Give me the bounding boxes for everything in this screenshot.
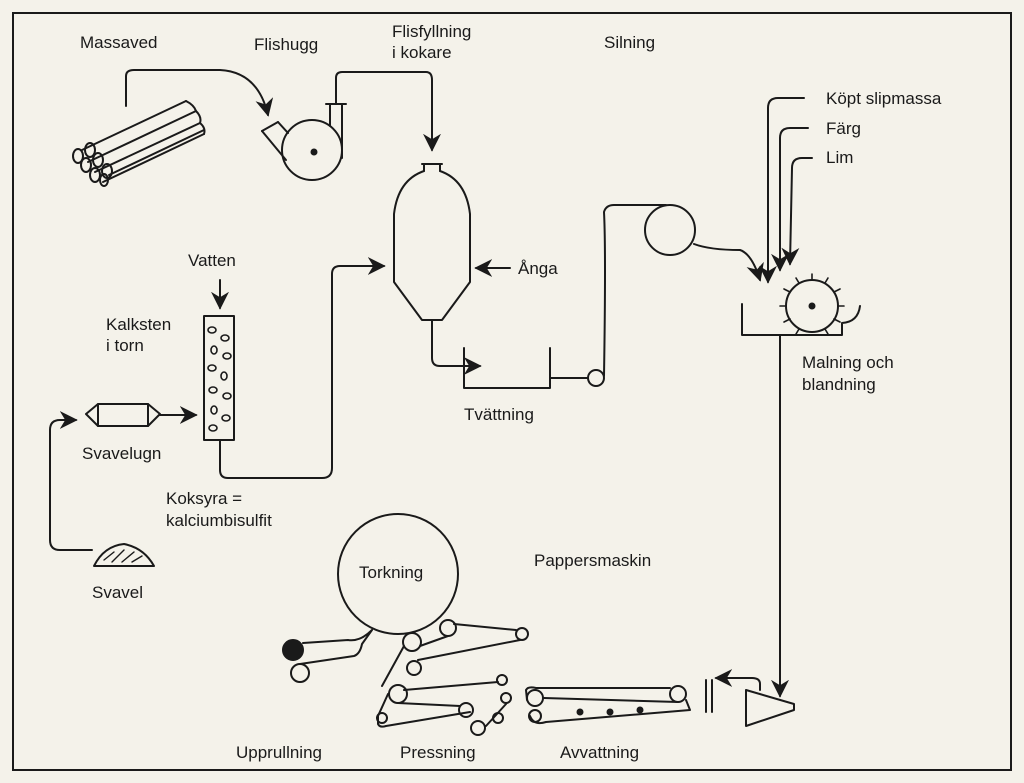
paper-web-path (299, 629, 373, 665)
label-kalksten-line2: i torn (106, 336, 144, 355)
label-anga: Ånga (518, 259, 558, 278)
wire-section-icon (525, 685, 691, 725)
arrow-lim (781, 157, 813, 266)
label-malning-line2: blandning (802, 375, 876, 394)
line-kokare-to-tvattning (431, 319, 482, 375)
label-torkning: Torkning (359, 563, 424, 582)
washing-tank-icon (463, 347, 551, 389)
label-kopt-slipmassa: Köpt slipmassa (826, 89, 942, 108)
label-vatten: Vatten (188, 251, 236, 270)
label-koksyra-line1: Koksyra = (166, 489, 243, 508)
label-avvattning: Avvattning (560, 743, 640, 762)
label-upprullning: Upprullning (236, 743, 322, 762)
limestone-tower-icon (203, 315, 235, 441)
sulphur-burner-icon (85, 403, 161, 427)
line-silning-feed (603, 204, 667, 377)
sulphur-pile-icon (93, 543, 155, 567)
chipper-icon (261, 103, 347, 181)
pump-icon (587, 369, 605, 387)
label-svavelugn: Svavelugn (82, 444, 162, 463)
arrow-svavel-to-svavelugn (49, 411, 93, 551)
label-koksyra-line2: kalciumbisulfit (166, 511, 272, 530)
label-flishugg: Flishugg (254, 35, 319, 54)
digester-icon (393, 163, 471, 321)
slice-icon (705, 679, 713, 713)
label-farg: Färg (826, 119, 861, 138)
dryer-cylinder-icon (337, 513, 459, 635)
label-pappersmaskin: Pappersmaskin (534, 551, 652, 570)
reel-roll-icon (290, 663, 310, 683)
label-kalksten-line1: Kalksten (106, 315, 172, 334)
label-flisfyllning-line2: i kokare (392, 43, 452, 62)
label-svavel: Svavel (92, 583, 144, 602)
arrow-silning-to-malning (693, 243, 764, 282)
press-section-icon (376, 660, 512, 736)
arrow-farg (771, 127, 809, 272)
reel-drum-icon (282, 639, 304, 661)
headbox-icon (745, 689, 795, 727)
arrow-flishugg-to-kokare (335, 71, 441, 152)
log-bundle-icon (72, 100, 206, 187)
label-lim: Lim (826, 148, 854, 167)
beater-tank-icon (741, 273, 861, 336)
label-pressning: Pressning (400, 743, 476, 762)
label-flisfyllning-line1: Flisfyllning (392, 22, 472, 41)
label-massaved: Massaved (80, 33, 158, 52)
arrow-kopt-slipmassa (759, 97, 805, 284)
label-malning-line1: Malning och (802, 353, 894, 372)
diagram-frame (12, 12, 1012, 771)
arrow-massaved-to-flishugg (125, 69, 274, 117)
screening-roll-icon (644, 204, 696, 256)
arrow-headbox-feed (714, 669, 761, 691)
arrow-koksyra-to-kokare (219, 257, 386, 479)
label-tvattning: Tvättning (464, 405, 534, 424)
label-silning: Silning (604, 33, 656, 52)
